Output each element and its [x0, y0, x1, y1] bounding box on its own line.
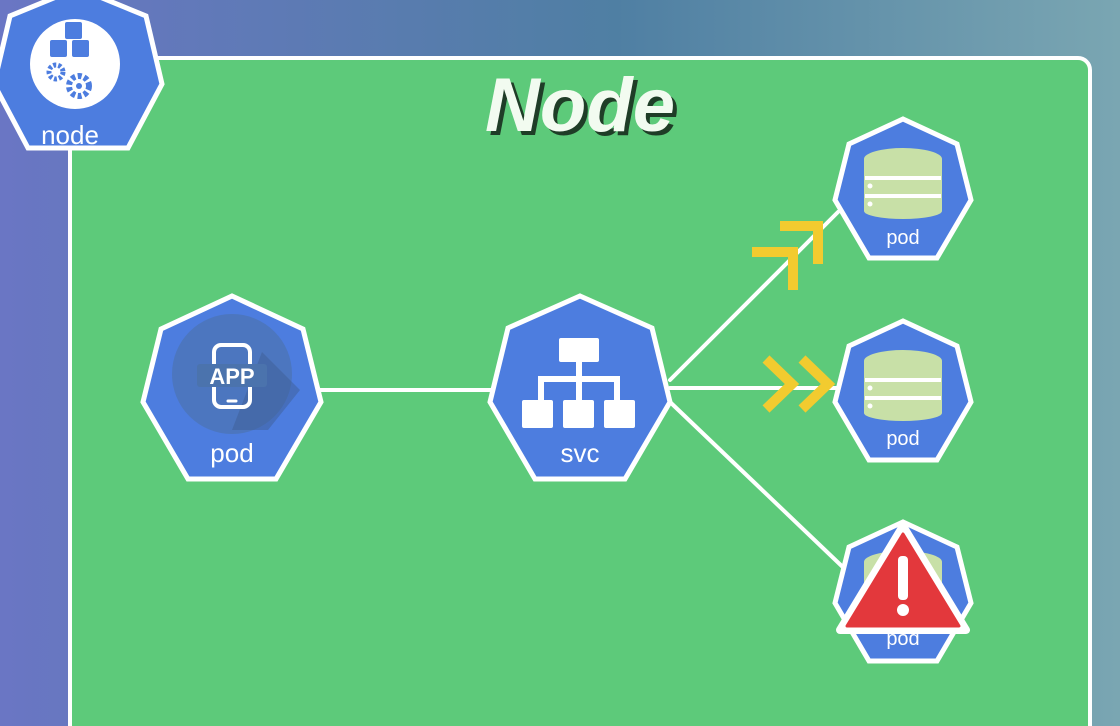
service-node: svc [487, 293, 673, 482]
diagram-title-shadow: Node [489, 67, 679, 152]
svg-text:APP: APP [209, 364, 254, 389]
client-pod: APP pod [140, 293, 324, 482]
double-arrow-up-right-icon [752, 221, 823, 290]
node-badge: node [0, 0, 165, 151]
database-icon [864, 148, 942, 219]
diagram-title: Node [485, 63, 675, 148]
warning-icon [836, 522, 970, 634]
db-pod-3-label: pod [886, 628, 919, 650]
connections [318, 210, 850, 574]
service-tree-icon [522, 338, 635, 428]
node-cubes-gear-icon [30, 19, 120, 109]
db-pod-2: pod [832, 318, 974, 463]
db-pod-1-label: pod [886, 227, 919, 249]
node-badge-label: node [41, 120, 99, 150]
edge-svc-to-db-pod-3 [668, 400, 850, 574]
double-chevron-right-icon [762, 355, 836, 413]
edge-svc-to-db-pod-1 [668, 210, 840, 382]
client-pod-label: pod [210, 438, 253, 468]
db-pod-1: pod [832, 116, 974, 261]
service-label: svc [561, 438, 600, 468]
database-icon [864, 350, 942, 421]
app-phone-icon: APP [172, 314, 300, 434]
db-pod-3: pod [832, 519, 974, 664]
db-pod-2-label: pod [886, 428, 919, 450]
